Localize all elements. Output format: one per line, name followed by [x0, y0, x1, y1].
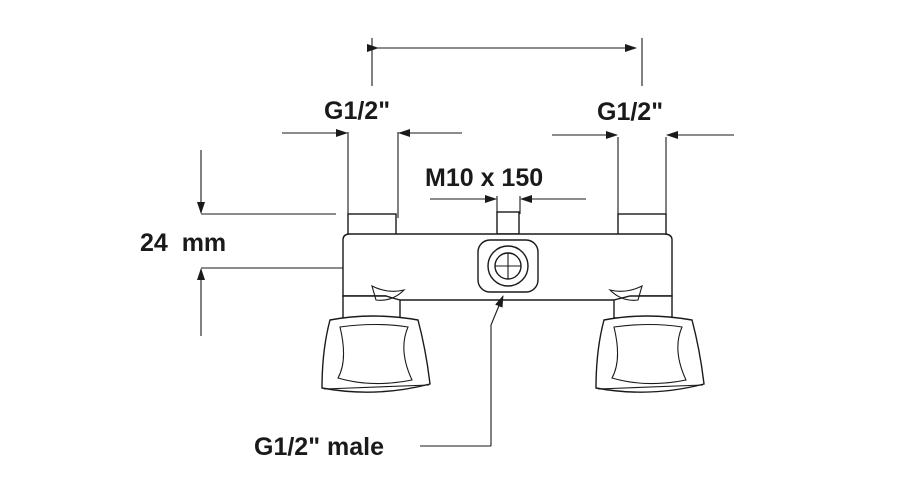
stud-dimension: [430, 195, 586, 214]
inlet-stub-right: [617, 213, 667, 237]
handle-right: [595, 315, 705, 393]
inlet-stub-left: [347, 213, 397, 237]
height-label: 24 mm: [140, 229, 226, 257]
stud-label: M10 x 150: [425, 164, 543, 192]
inlet-left-label: G1/2": [324, 97, 390, 125]
outlet-leader: [420, 295, 504, 447]
outlet-connector: [477, 239, 539, 293]
stud: [496, 211, 520, 235]
handle-left: [321, 315, 431, 393]
outlet-label: G1/2" male: [254, 433, 384, 461]
center-distance-dimension: [367, 38, 643, 86]
inlet-right-label: G1/2": [597, 98, 663, 126]
inlet-left-dimension: [282, 129, 462, 218]
inlet-right-dimension: [552, 131, 734, 218]
